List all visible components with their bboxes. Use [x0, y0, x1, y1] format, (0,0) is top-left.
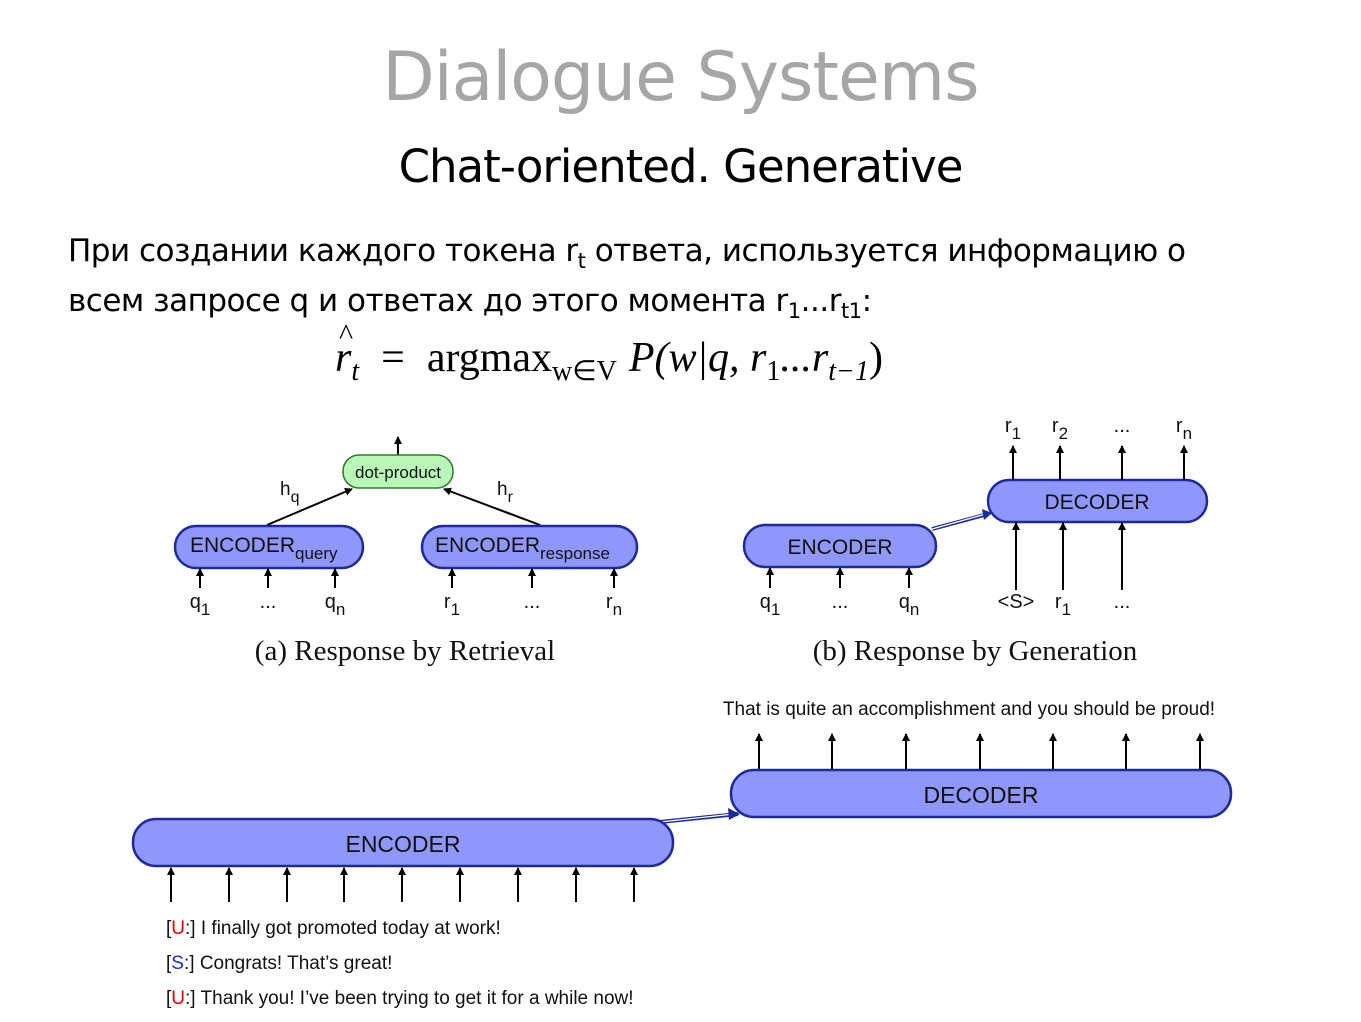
input-token: q1: [760, 591, 781, 619]
dot-product-label: dot-product: [355, 463, 441, 482]
utterance-text: Congrats! That’s great!: [199, 953, 393, 974]
input-token: r1: [444, 591, 460, 619]
hr-label: hr: [497, 479, 514, 506]
input-token: rn: [606, 591, 622, 619]
input-token: q1: [190, 591, 211, 619]
dialogue-line: [S:] Congrats! That’s great!: [166, 953, 393, 974]
text: При создании каждого токена r: [68, 233, 578, 269]
decoder-node: [986, 478, 1209, 524]
body-line-2: всем запросе q и ответах до этого момент…: [68, 276, 1186, 326]
subscript: w∈V: [552, 356, 617, 387]
encoder-label: ENCODER: [787, 536, 892, 559]
decoder-node: [729, 768, 1233, 819]
caption-generation: (b) Response by Generation: [813, 635, 1138, 667]
slide-subtitle: Chat-oriented. Generative: [398, 140, 964, 193]
hq-arrow: [266, 488, 353, 526]
dot-product-node: [342, 454, 454, 489]
input-token: r1: [1055, 591, 1071, 619]
dialogue-line: [U:] I finally got promoted today at wor…: [166, 918, 501, 939]
query-inputs: q1... qn: [190, 568, 346, 619]
output-token: r2: [1052, 415, 1068, 443]
caption-retrieval: (a) Response by Retrieval: [255, 635, 555, 667]
utterance-text: I finally got promoted today at work!: [200, 918, 501, 939]
subscript: 1: [787, 299, 801, 323]
decoder-label: DECODER: [1044, 491, 1149, 514]
argmax-operator: argmax: [426, 335, 553, 381]
input-token: ...: [1114, 591, 1131, 613]
output-sentence: That is quite an accomplishment and you …: [723, 699, 1215, 720]
speaker-tag: U: [171, 918, 186, 939]
probability-symbol: P: [628, 335, 655, 381]
argmax-formula: rt = argmaxw∈V P(w|q, r1...rt−1): [335, 318, 883, 386]
utterance-text: Thank you! I’ve been trying to get it fo…: [200, 988, 634, 1009]
subscript: 1: [766, 356, 781, 387]
input-token: ...: [260, 591, 277, 613]
subscript: t: [577, 249, 586, 273]
output-token: rn: [1176, 415, 1192, 443]
diagram-generation: ENCODER DECODER q1... qn <S> r1... r1 r2...…: [742, 415, 1209, 667]
input-token: qn: [325, 591, 346, 619]
speaker-tag: U: [171, 988, 186, 1009]
body-line-1: При создании каждого токена rt ответа, и…: [68, 226, 1186, 276]
subscript: t−1: [828, 356, 869, 387]
decoder-label: DECODER: [923, 782, 1038, 808]
diagram-example: That is quite an accomplishment and you …: [131, 699, 1233, 902]
encoder-response-label: ENCODERresponse: [435, 534, 610, 563]
input-token: qn: [899, 591, 920, 619]
output-token: ...: [1114, 415, 1131, 437]
text: ответа, используется информацию о: [585, 233, 1186, 269]
encoder-label: ENCODER: [345, 831, 460, 857]
encoder-query-label: ENCODERquery: [190, 534, 338, 563]
decoder-inputs: <S> r1...: [998, 522, 1131, 619]
hr-arrow: [443, 487, 541, 526]
text: ...r: [800, 283, 842, 319]
response-inputs: r1... rn: [444, 568, 622, 619]
input-token: <S>: [998, 591, 1035, 613]
body-paragraph: При создании каждого токена rt ответа, и…: [68, 226, 1186, 326]
speaker-tag: S: [171, 953, 184, 974]
paren: ): [868, 335, 883, 381]
equals-sign: =: [381, 335, 405, 381]
formula-lhs: r: [335, 318, 353, 382]
slide-title: Dialogue Systems: [382, 38, 979, 117]
formula-args: (w|q, r: [654, 335, 767, 381]
text: :: [861, 283, 872, 319]
encoder-input-arrows: [167, 867, 638, 902]
diagram-retrieval: dot-product hq hr ENCODERquery ENCODERre…: [173, 436, 639, 667]
dialogue-line: [U:] Thank you! I’ve been trying to get …: [166, 988, 634, 1009]
input-token: ...: [524, 591, 541, 613]
subscript: t: [351, 356, 360, 387]
hq-label: hq: [280, 479, 299, 506]
output-token: r1: [1005, 415, 1021, 443]
encoder-inputs: q1... qn: [760, 567, 920, 619]
text: всем запросе q и ответах до этого момент…: [68, 283, 788, 319]
encoder-node: [131, 817, 675, 868]
decoder-outputs: r1 r2... rn: [1005, 415, 1192, 480]
subscript: t1: [840, 299, 862, 323]
decoder-output-arrows: [755, 733, 1204, 769]
formula-args: ...r: [780, 335, 829, 381]
input-token: ...: [832, 591, 849, 613]
